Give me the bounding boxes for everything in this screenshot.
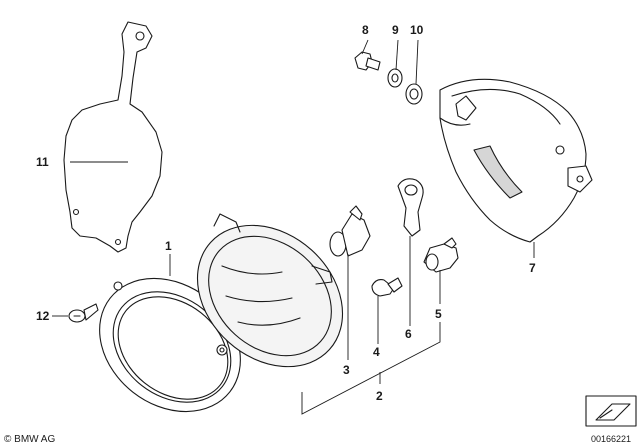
page-corner-icon [585,395,637,427]
callout-7: 7 [529,261,536,275]
copyright-text: © BMW AG [4,434,55,445]
part-6-cap [397,178,424,237]
leader-lines [52,39,535,415]
callout-1: 1 [165,239,172,253]
part-12-screw [68,303,99,323]
callout-4: 4 [373,345,380,359]
callout-2: 2 [376,389,383,403]
callout-6: 6 [405,327,412,341]
part-8-bolt [354,51,381,71]
part-10-rubber-washer [405,83,423,105]
callout-3: 3 [343,363,350,377]
part-3-headlight-bulb [329,205,371,257]
part-11-bracket [63,21,163,253]
part-9-washer [387,68,403,88]
callout-11: 11 [36,155,49,169]
part-4-parking-bulb [371,277,403,297]
callout-8: 8 [362,23,369,37]
callout-12: 12 [36,309,50,323]
callout-9: 9 [392,23,399,37]
part-5-bulb-socket [423,237,459,273]
callout-labels: 11 1 12 8 9 10 7 3 4 6 5 2 [36,23,536,403]
callout-5: 5 [435,307,442,321]
document-number: 00166221 [591,434,631,444]
headlight-insert [196,213,344,368]
callout-10: 10 [410,23,424,37]
part-7-housing [439,78,593,243]
